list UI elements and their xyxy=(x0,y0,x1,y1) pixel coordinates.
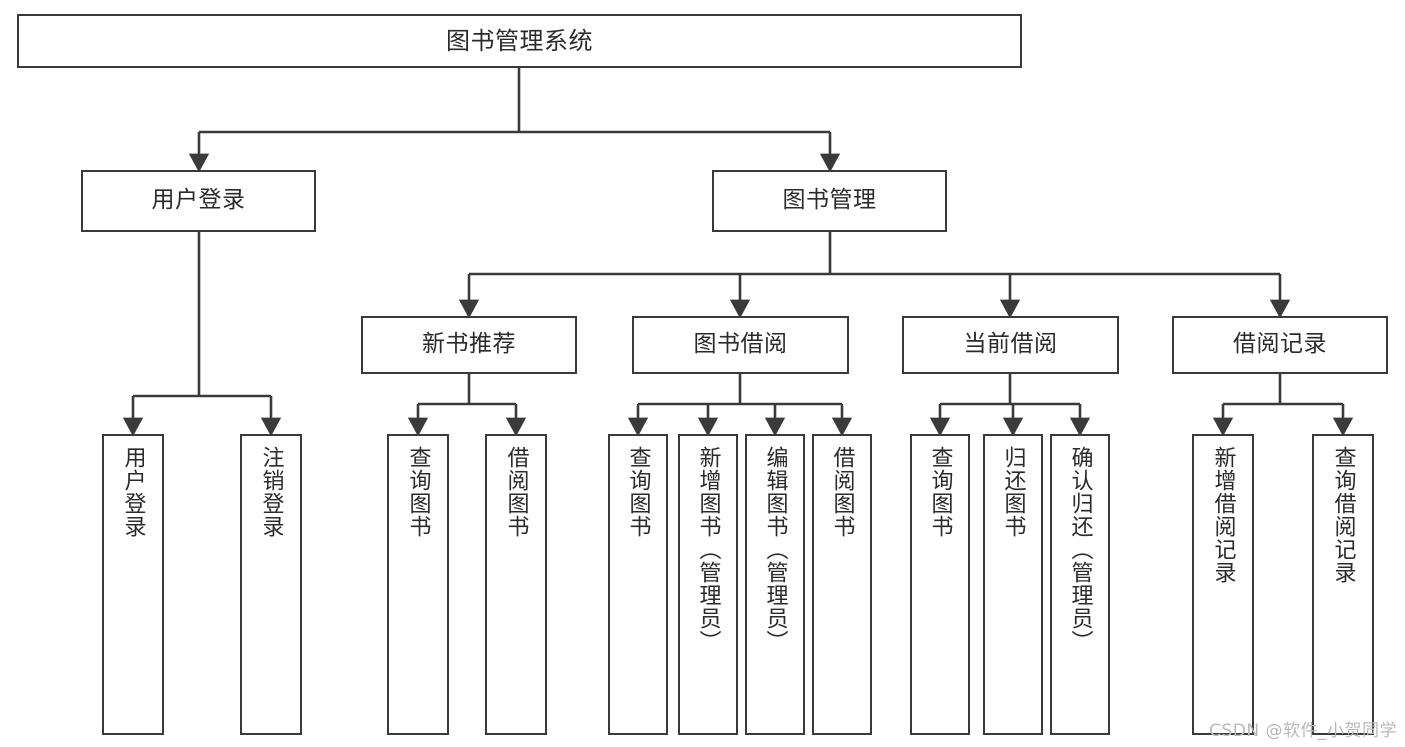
leaf-query-book-rec[interactable]: 查询图书 xyxy=(387,434,449,735)
node-book-borrow[interactable]: 图书借阅 xyxy=(632,316,849,374)
leaf-return-book-label: 归还图书 xyxy=(1000,446,1026,538)
leaf-logout-label: 注销登录 xyxy=(258,446,284,538)
node-root-system[interactable]: 图书管理系统 xyxy=(17,14,1022,68)
leaf-add-book[interactable]: 新增图书（管理员） xyxy=(678,434,738,735)
node-borrow-record[interactable]: 借阅记录 xyxy=(1172,316,1388,374)
leaf-borrow-book-brw-label: 借阅图书 xyxy=(829,446,855,538)
leaf-add-record[interactable]: 新增借阅记录 xyxy=(1192,434,1254,735)
leaf-confirm-return[interactable]: 确认归还（管理员） xyxy=(1050,434,1110,735)
leaf-borrow-book-rec-label: 借阅图书 xyxy=(503,446,529,538)
node-current-borrow-label: 当前借阅 xyxy=(963,331,1058,358)
node-book-borrow-label: 图书借阅 xyxy=(693,331,788,358)
leaf-query-book-brw-label: 查询图书 xyxy=(625,446,651,538)
leaf-user-login[interactable]: 用户登录 xyxy=(102,434,164,735)
node-new-book-recommend[interactable]: 新书推荐 xyxy=(361,316,577,374)
node-new-book-recommend-label: 新书推荐 xyxy=(422,331,516,358)
node-user-login-label: 用户登录 xyxy=(151,187,246,214)
leaf-add-record-label: 新增借阅记录 xyxy=(1210,446,1236,584)
leaf-confirm-return-label: 确认归还（管理员） xyxy=(1067,446,1093,653)
leaf-logout[interactable]: 注销登录 xyxy=(240,434,302,735)
node-borrow-record-label: 借阅记录 xyxy=(1233,331,1327,358)
leaf-return-book[interactable]: 归还图书 xyxy=(983,434,1043,735)
leaf-query-book-brw[interactable]: 查询图书 xyxy=(608,434,668,735)
leaf-borrow-book-rec[interactable]: 借阅图书 xyxy=(485,434,547,735)
leaf-edit-book-label: 编辑图书（管理员） xyxy=(762,446,788,653)
leaf-query-book-cur-label: 查询图书 xyxy=(927,446,953,538)
csdn-watermark: CSDN @软件_小贺同学 xyxy=(1209,721,1397,741)
leaf-add-book-label: 新增图书（管理员） xyxy=(695,446,721,653)
leaf-user-login-label: 用户登录 xyxy=(120,446,146,538)
leaf-query-record-label: 查询借阅记录 xyxy=(1330,446,1356,584)
node-book-manage-label: 图书管理 xyxy=(782,187,877,214)
node-current-borrow[interactable]: 当前借阅 xyxy=(902,316,1119,374)
leaf-query-book-cur[interactable]: 查询图书 xyxy=(910,434,970,735)
node-root-system-label: 图书管理系统 xyxy=(446,26,593,55)
leaf-edit-book[interactable]: 编辑图书（管理员） xyxy=(745,434,805,735)
leaf-query-book-rec-label: 查询图书 xyxy=(405,446,431,538)
node-book-manage[interactable]: 图书管理 xyxy=(712,170,947,232)
leaf-borrow-book-brw[interactable]: 借阅图书 xyxy=(812,434,872,735)
leaf-query-record[interactable]: 查询借阅记录 xyxy=(1312,434,1374,735)
node-user-login[interactable]: 用户登录 xyxy=(81,170,316,232)
